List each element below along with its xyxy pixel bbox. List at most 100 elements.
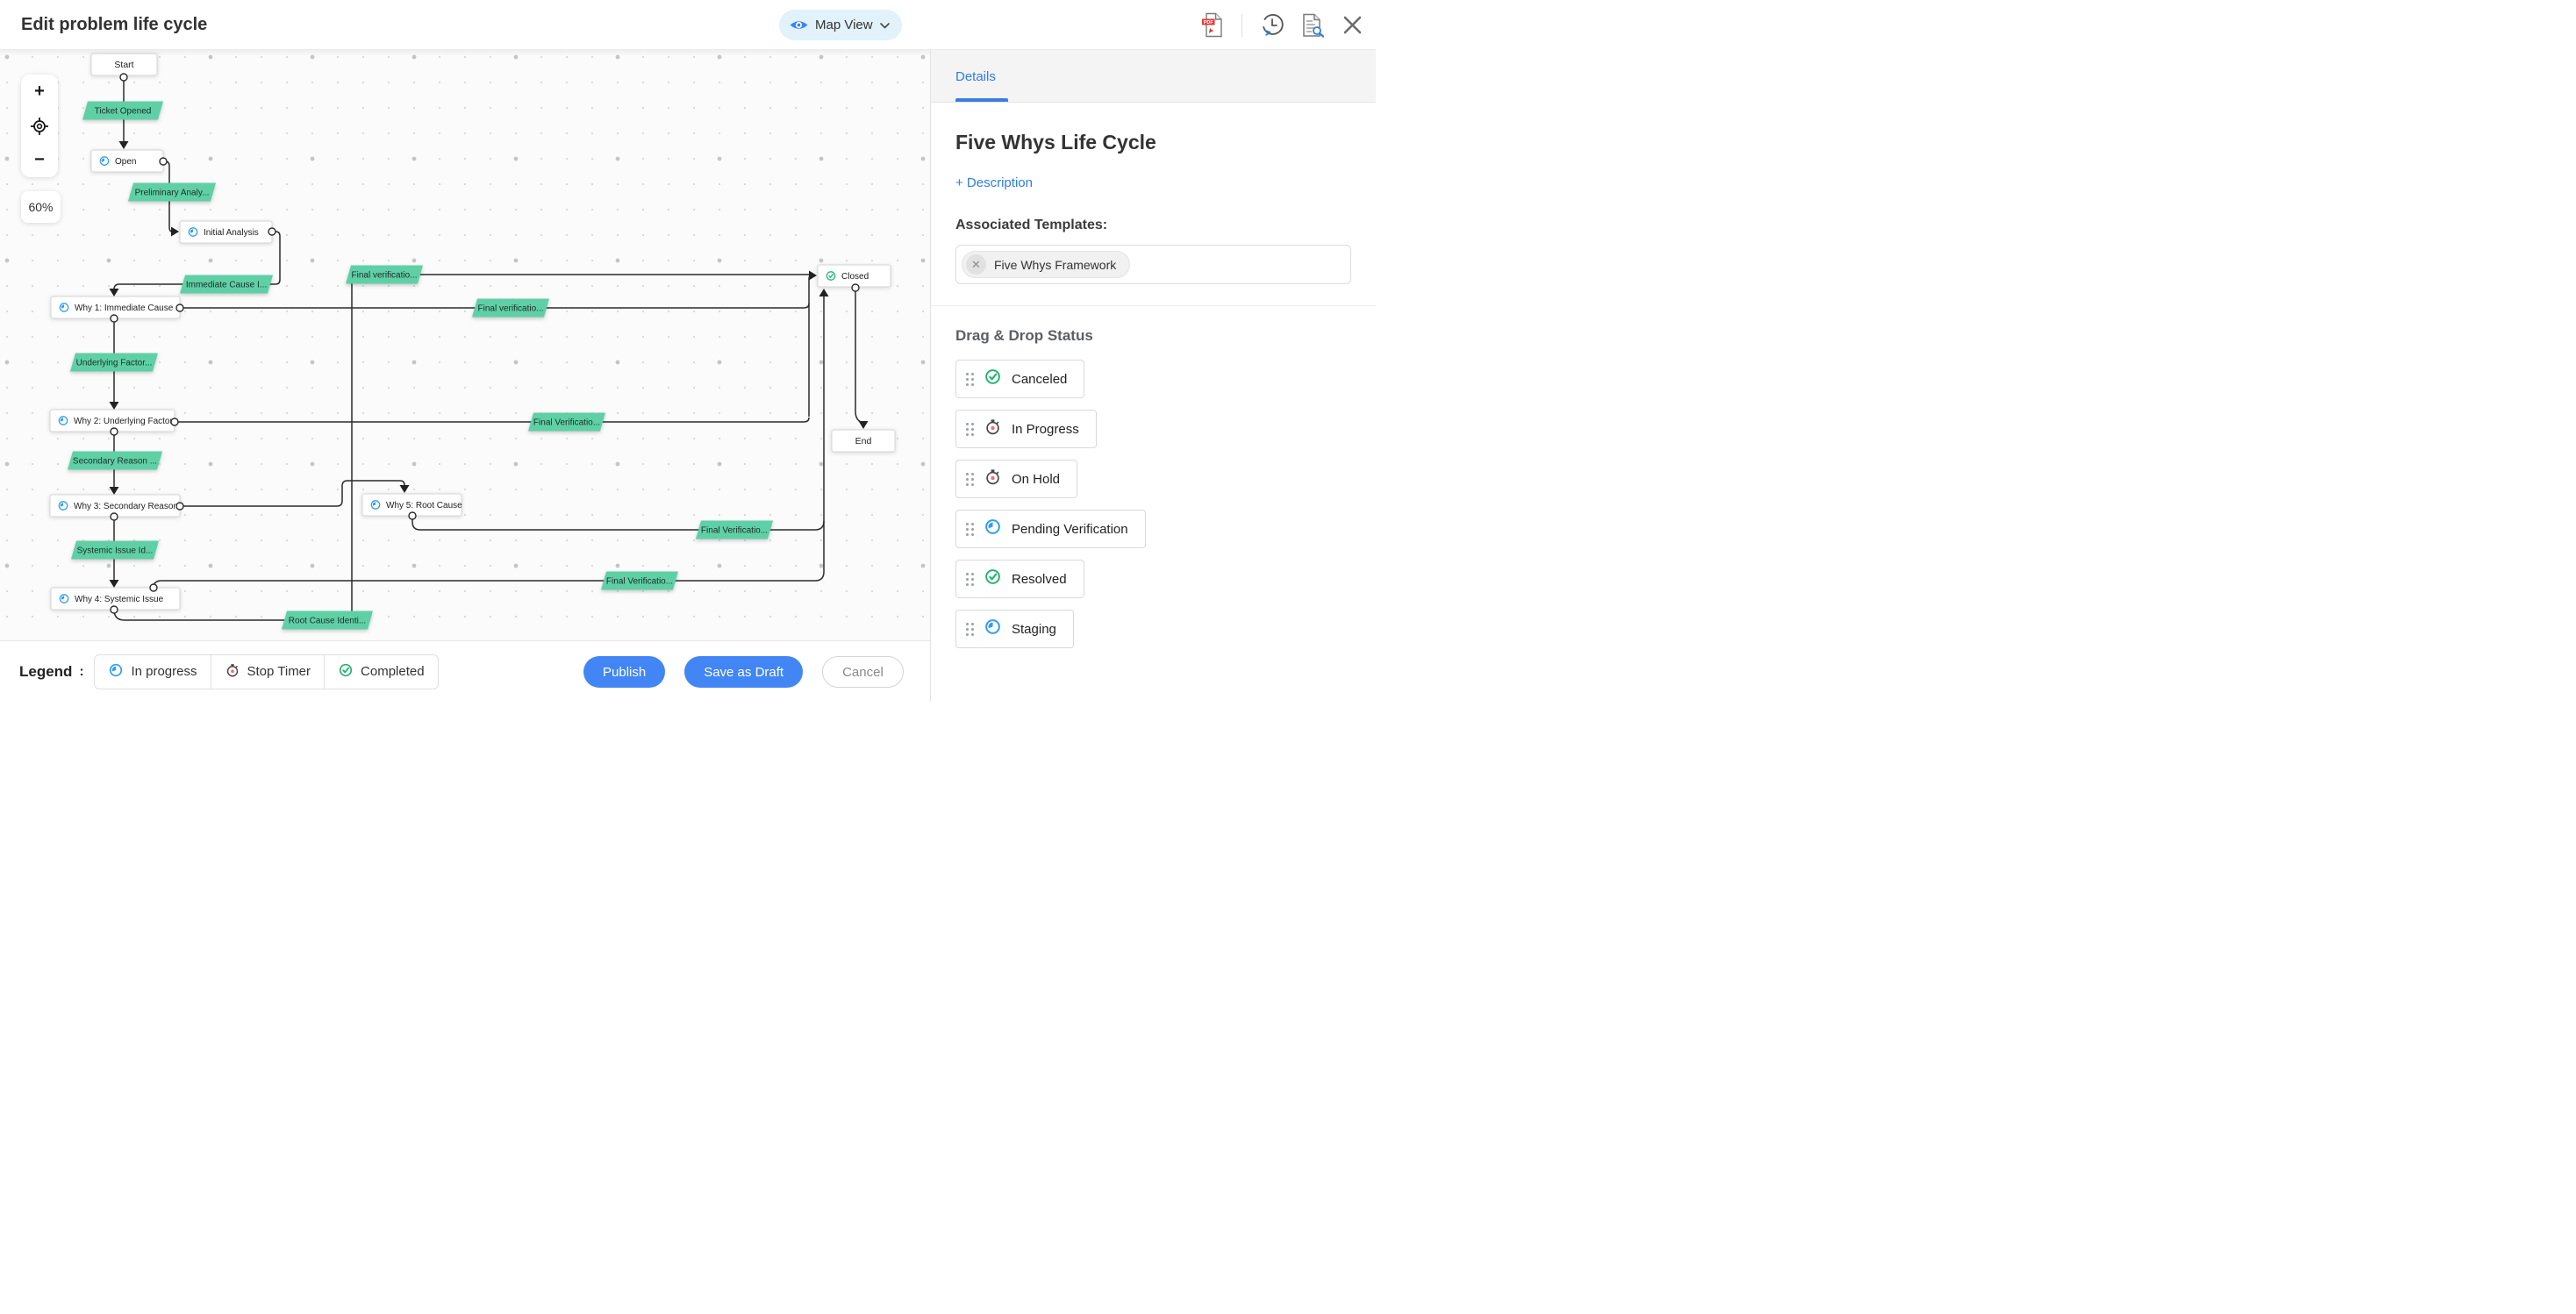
node-why4[interactable]: Why 4: Systemic Issue <box>50 587 181 611</box>
status-item-resolved[interactable]: Resolved <box>955 560 1084 598</box>
edge-label-text: Secondary Reason ... <box>73 457 157 467</box>
edge-label-text: Systemic Issue Id... <box>77 546 154 556</box>
flow-arrowhead <box>858 421 869 429</box>
status-item-on-hold[interactable]: On Hold <box>955 460 1078 498</box>
edge-label-text: Immediate Cause I... <box>186 281 267 290</box>
connector-port[interactable] <box>110 605 118 614</box>
node-end[interactable]: End <box>831 429 896 453</box>
status-label: Canceled <box>1012 371 1068 387</box>
connector-port[interactable] <box>175 304 184 312</box>
completed-icon <box>826 271 836 281</box>
edge-label-fv4[interactable]: Final Verificatio... <box>696 520 773 539</box>
completed-icon <box>984 368 1002 390</box>
node-initial[interactable]: Initial Analysis <box>179 220 273 244</box>
connector-port[interactable] <box>175 502 184 511</box>
edge-label-fv5[interactable]: Final Verificatio... <box>601 571 678 590</box>
svg-text:PDF: PDF <box>1204 20 1214 25</box>
status-row: Pending Verification <box>955 510 1351 548</box>
legend-item-completed: Completed <box>324 654 438 689</box>
flow-edge <box>411 516 825 531</box>
save-as-draft-button[interactable]: Save as Draft <box>684 656 804 688</box>
zoom-out-button[interactable]: − <box>34 150 45 169</box>
flow-arrowhead <box>109 580 119 588</box>
zoom-controls: + − <box>21 75 58 177</box>
node-label: End <box>855 436 872 446</box>
edge-label-text: Preliminary Analy... <box>135 189 210 198</box>
export-pdf-icon[interactable]: PDF <box>1201 12 1223 38</box>
flow-edge <box>180 480 405 507</box>
edge-label-text: Final Verificatio... <box>533 418 600 428</box>
node-label: Why 3: Secondary Reason <box>74 502 178 511</box>
edge-label-systemic[interactable]: Systemic Issue Id... <box>71 540 159 560</box>
add-description-link[interactable]: + Description <box>955 175 1033 190</box>
close-icon[interactable] <box>1343 16 1362 34</box>
view-selector[interactable]: Map View <box>779 10 902 40</box>
edge-label-fv2[interactable]: Final verificatio... <box>472 298 549 318</box>
connector-port[interactable] <box>159 157 168 166</box>
edge-label-ticket[interactable]: Ticket Opened <box>82 101 163 120</box>
connector-port[interactable] <box>110 427 118 436</box>
node-closed[interactable]: Closed <box>817 264 891 288</box>
flow-edge <box>113 231 281 290</box>
edge-label-text: Root Cause Identi... <box>289 617 366 626</box>
edge-label-secondary[interactable]: Secondary Reason ... <box>68 451 162 470</box>
history-icon[interactable] <box>1261 13 1284 37</box>
status-item-staging[interactable]: Staging <box>955 610 1074 648</box>
in-progress-icon <box>108 662 124 682</box>
edge-label-fv1[interactable]: Final verificatio... <box>346 265 423 284</box>
edge-label-text: Final Verificatio... <box>701 526 768 536</box>
chevron-down-icon <box>879 18 890 33</box>
node-label: Open <box>115 157 136 167</box>
associated-templates-field[interactable]: ✕ Five Whys Framework <box>955 245 1351 284</box>
publish-button[interactable]: Publish <box>583 656 666 688</box>
node-open[interactable]: Open <box>90 149 164 173</box>
drag-handle-icon[interactable] <box>966 622 974 636</box>
in-progress-icon <box>188 227 198 237</box>
remove-template-icon[interactable]: ✕ <box>966 254 986 275</box>
in-progress-icon <box>59 303 69 312</box>
edge-label-root[interactable]: Root Cause Identi... <box>282 611 373 630</box>
connector-port[interactable] <box>408 511 417 520</box>
node-label: Closed <box>841 272 869 282</box>
legend-colon: : <box>79 664 84 679</box>
drag-handle-icon[interactable] <box>966 372 974 386</box>
edge-label-immediate[interactable]: Immediate Cause I... <box>180 275 273 294</box>
edge-label-fv3[interactable]: Final Verificatio... <box>528 412 605 432</box>
status-label: Staging <box>1012 621 1056 637</box>
completed-icon <box>338 662 354 682</box>
status-row: In Progress <box>955 410 1351 448</box>
connector-port[interactable] <box>851 283 860 292</box>
drag-handle-icon[interactable] <box>966 422 974 436</box>
connector-port[interactable] <box>110 314 118 323</box>
connector-port[interactable] <box>119 73 128 82</box>
node-label: Initial Analysis <box>204 228 259 238</box>
connector-port[interactable] <box>149 583 158 592</box>
edge-label-text: Underlying Factor... <box>76 359 153 368</box>
edge-label-text: Ticket Opened <box>95 107 152 117</box>
drag-handle-icon[interactable] <box>966 572 974 586</box>
status-item-pending-verification[interactable]: Pending Verification <box>955 510 1146 548</box>
legend-item-stop-timer: Stop Timer <box>210 654 325 689</box>
drag-handle-icon[interactable] <box>966 472 974 486</box>
cancel-button[interactable]: Cancel <box>822 656 904 688</box>
drag-handle-icon[interactable] <box>966 522 974 536</box>
zoom-in-button[interactable]: + <box>34 82 45 101</box>
legend-item-label: Completed <box>361 664 425 679</box>
edge-label-preliminary[interactable]: Preliminary Analy... <box>128 182 216 202</box>
connector-port[interactable] <box>170 418 179 426</box>
fit-view-button[interactable] <box>21 109 58 143</box>
zoom-level-badge: 60% <box>21 191 61 223</box>
status-item-in-progress[interactable]: In Progress <box>955 410 1097 448</box>
status-label: On Hold <box>1012 471 1061 487</box>
tab-details[interactable]: Details <box>955 68 996 84</box>
connector-port[interactable] <box>268 227 276 236</box>
audit-log-icon[interactable] <box>1302 13 1325 38</box>
status-item-canceled[interactable]: Canceled <box>955 360 1085 398</box>
status-label: Resolved <box>1012 571 1067 587</box>
node-start[interactable]: Start <box>90 53 158 76</box>
edge-label-underlying[interactable]: Underlying Factor... <box>70 353 158 372</box>
connector-port[interactable] <box>110 512 118 521</box>
template-chip: ✕ Five Whys Framework <box>962 251 1131 278</box>
